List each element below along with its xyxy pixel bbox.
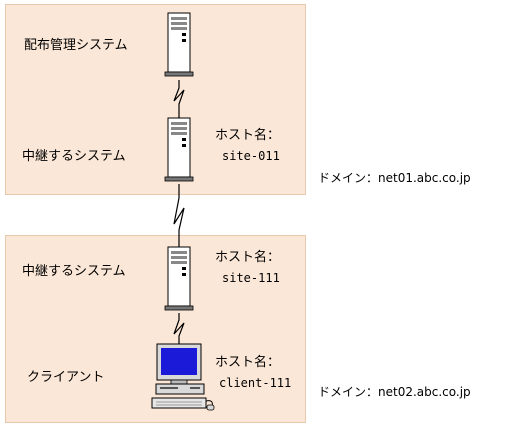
relay2-host-name: site-111	[222, 271, 280, 285]
relay2-host-caption: ホスト名：	[215, 250, 281, 265]
domain-zone-net01	[5, 4, 306, 195]
distribution-system-label: 配布管理システム	[24, 38, 128, 53]
domain-net02-label: ドメイン：net02.abc.co.jp	[318, 385, 471, 399]
server-icon-relay2	[164, 246, 194, 311]
relay1-host-name: site-011	[222, 149, 280, 163]
relay1-system-label: 中継するシステム	[22, 149, 126, 164]
link-relay1-relay2	[173, 184, 185, 247]
link-distribution-relay1	[173, 80, 185, 118]
server-icon-distribution	[164, 12, 194, 77]
relay2-system-label: 中継するシステム	[22, 264, 126, 279]
client-pc-icon	[151, 343, 215, 411]
relay1-host-caption: ホスト名：	[215, 128, 281, 143]
link-relay2-client	[173, 313, 185, 346]
server-icon-relay1	[164, 117, 194, 182]
client-host-caption: ホスト名：	[215, 355, 281, 370]
domain-net01-label: ドメイン：net01.abc.co.jp	[318, 171, 471, 185]
client-host-name: client-111	[219, 376, 292, 390]
client-label: クライアント	[27, 370, 105, 385]
